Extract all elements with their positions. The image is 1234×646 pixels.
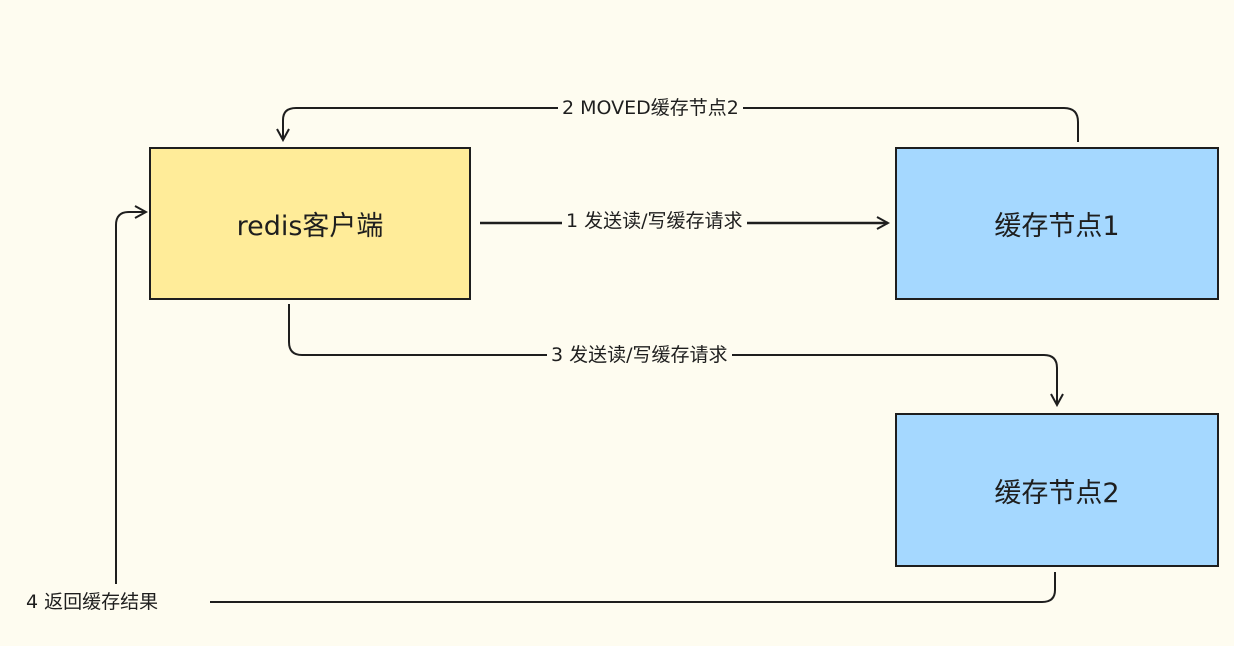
edge-label-step3: 3 发送读/写缓存请求 [547, 343, 732, 367]
arrow-step4-return [115, 212, 146, 584]
arrow-step4 [210, 572, 1056, 603]
edge-label-step4: 4 返回缓存结果 [22, 590, 163, 614]
cache-node-1-label: 缓存节点1 [994, 211, 1120, 242]
redis-client-node: redis客户端 [149, 147, 471, 300]
cache-node-1: 缓存节点1 [895, 147, 1219, 300]
edge-label-step1: 1 发送读/写缓存请求 [562, 209, 747, 233]
cache-node-2-label: 缓存节点2 [994, 477, 1120, 509]
cache-node-2: 缓存节点2 [895, 413, 1219, 567]
edge-label-step2: 2 MOVED缓存节点2 [558, 96, 743, 120]
redis-client-label: redis客户端 [236, 211, 384, 242]
